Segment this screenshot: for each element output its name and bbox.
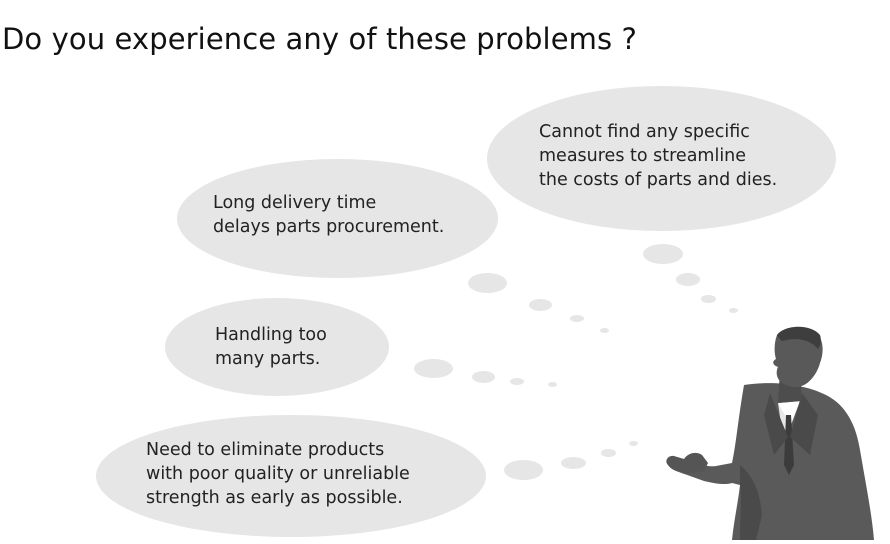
page-title: Do you experience any of these problems …: [2, 22, 638, 56]
thought-dot: [600, 328, 609, 333]
thinking-man-silhouette-icon: [666, 326, 874, 540]
thought-dot: [729, 308, 738, 313]
thought-bubble-parts: [165, 298, 389, 396]
thought-bubble-costs-text: Cannot find any specific measures to str…: [539, 122, 778, 190]
thought-dot: [561, 457, 586, 469]
thought-bubble-quality: [96, 415, 486, 537]
thought-dot: [629, 441, 638, 446]
thought-dot: [468, 273, 507, 293]
thought-dot: [676, 273, 700, 286]
thought-dot: [510, 378, 524, 385]
thought-bubble-quality-text: Need to eliminate products with poor qua…: [146, 440, 410, 508]
thought-bubble-delivery-text: Long delivery time delays parts procurem…: [213, 193, 445, 237]
thought-dot: [570, 315, 584, 322]
thought-bubble-delivery: [177, 159, 498, 278]
thought-dot: [529, 299, 552, 311]
thought-dot: [701, 295, 716, 303]
thought-dot: [472, 371, 495, 383]
thought-dot: [414, 359, 453, 378]
thought-bubble-costs: [487, 86, 836, 231]
thought-bubble-parts-text: Handling too many parts.: [215, 325, 327, 369]
thought-dot: [643, 244, 683, 264]
thought-dot: [601, 449, 616, 457]
thought-dot: [548, 382, 557, 387]
thought-dot: [504, 460, 543, 480]
